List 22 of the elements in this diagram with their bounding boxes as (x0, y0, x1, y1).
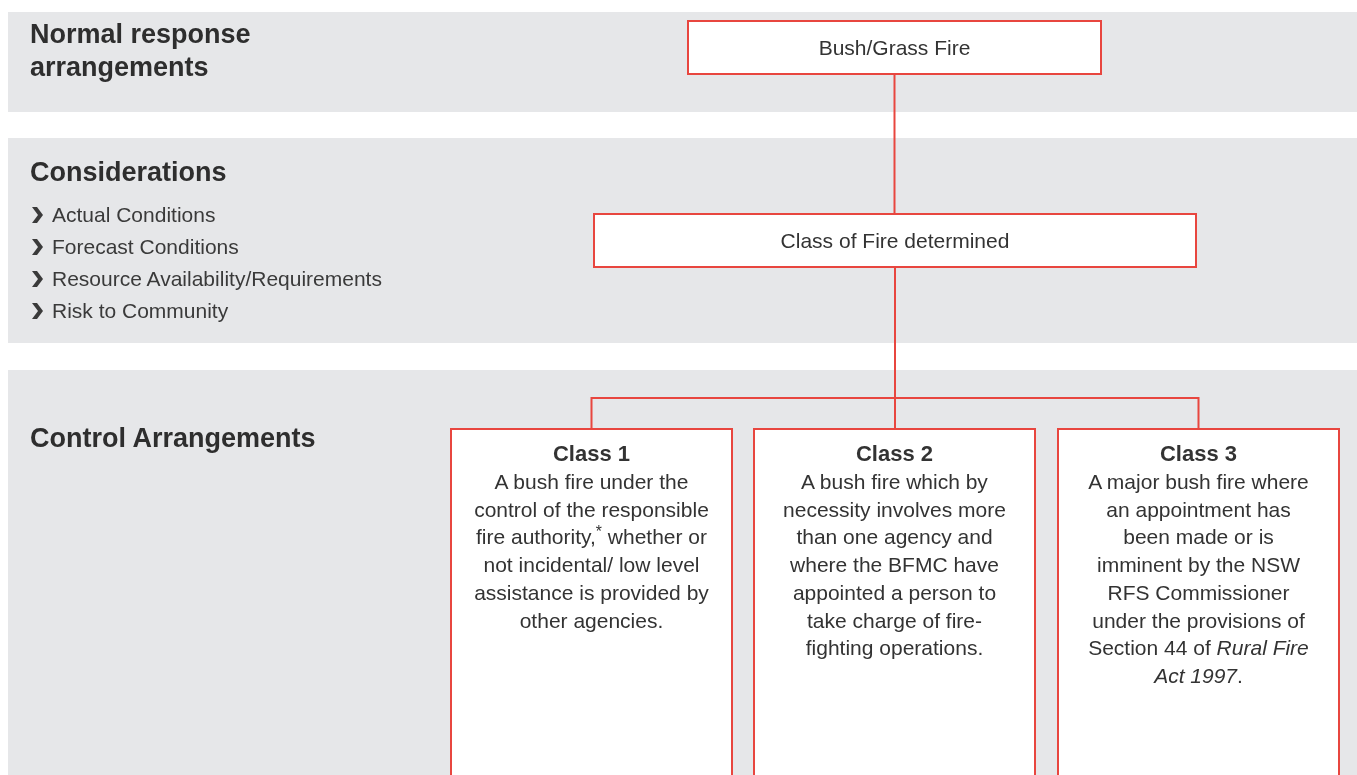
bullet-item: Actual Conditions (52, 202, 216, 228)
process-box: Bush/Grass Fire (687, 20, 1102, 75)
bullet-item: Forecast Conditions (52, 234, 239, 260)
bullet-item: Resource Availability/Requirements (52, 266, 382, 292)
section-heading: Control Arrangements (30, 422, 317, 455)
section-band (8, 12, 1357, 112)
section-band (8, 370, 1357, 775)
class-box (753, 428, 1036, 775)
class-description: A bush fire under the control of the responsible fire authority,$^{*}$ whether or not incidental/ low level assistance is provided by other agencies. (474, 469, 709, 634)
process-box: Class of Fire determined (593, 213, 1197, 268)
section-band (8, 138, 1357, 343)
connector-line (893, 74, 896, 214)
class-heading: Class 2 (855, 440, 934, 468)
section-heading: Considerations (30, 156, 228, 189)
class-heading: Class 3 (1159, 440, 1238, 468)
class-heading: Class 1 (552, 440, 631, 468)
class-description: A major bush fire where an appointment has been made or is imminent by the NSW RFS Commissioner under the provisions of Section 44 of Rural Fire Act 1997. (1087, 469, 1310, 689)
bullet-item: Risk to Community (52, 298, 229, 324)
section-heading: Normal response arrangements (30, 18, 252, 84)
class-box (450, 428, 733, 775)
class-description: A bush fire which by necessity involves more than one agency and where the BFMC have appointed a person to take charge of fire-fighting operations. (782, 469, 1007, 662)
class-box (1057, 428, 1340, 775)
